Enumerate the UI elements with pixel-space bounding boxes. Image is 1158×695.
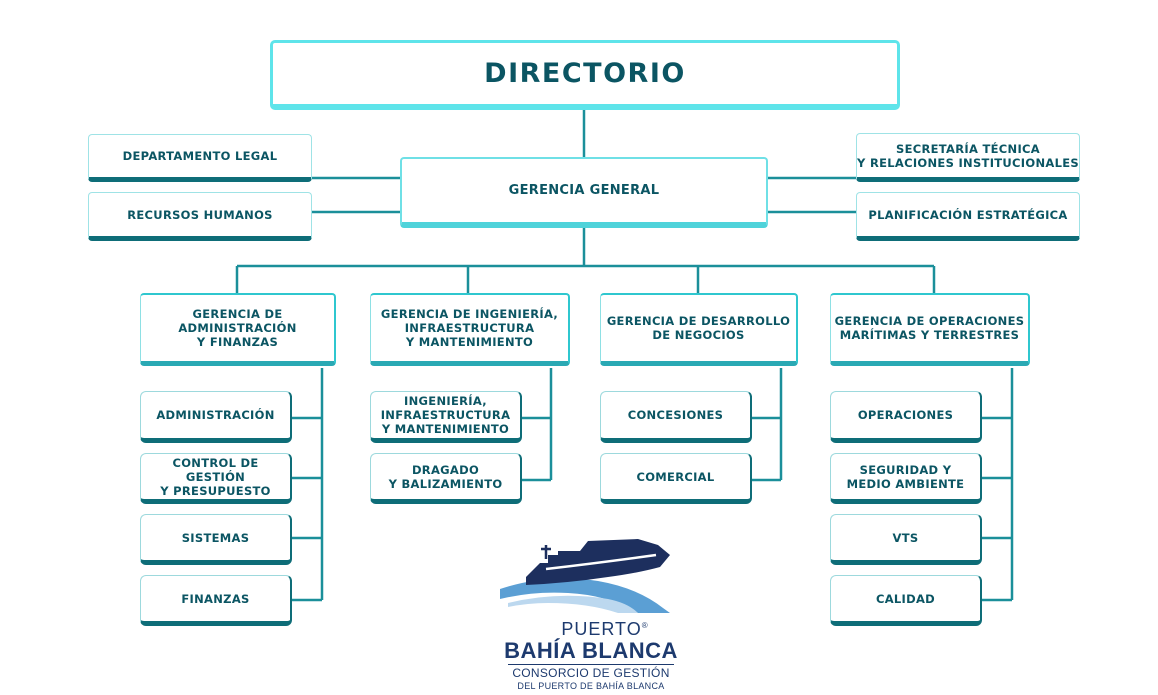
logo-brand-big: BAHÍA BLANCA [504,638,678,663]
unit-box: CONTROL DE GESTIÓN Y PRESUPUESTO [140,453,292,504]
unit-box: SEGURIDAD Y MEDIO AMBIENTE [830,453,982,504]
general-management-label: GERENCIA GENERAL [508,182,660,198]
logo-line-2: DEL PUERTO DE BAHÍA BLANCA [517,681,665,691]
unit-label: ADMINISTRACIÓN [156,408,275,422]
unit-label: DRAGADO Y BALIZAMIENTO [388,462,503,491]
legal-department-label: DEPARTAMENTO LEGAL [122,149,278,163]
management-label: GERENCIA DE INGENIERÍA, INFRAESTRUCTURA … [380,307,559,349]
unit-label: CALIDAD [875,591,936,606]
management-business-box: GERENCIA DE DESARROLLO DE NEGOCIOS [600,293,798,366]
human-resources-label: RECURSOS HUMANOS [127,207,273,222]
unit-label: SEGURIDAD Y MEDIO AMBIENTE [846,462,965,491]
logo-puerto-text: PUERTO [561,619,642,639]
logo-divider [508,664,674,665]
unit-box: SISTEMAS [140,514,292,565]
human-resources-box: RECURSOS HUMANOS [88,192,312,241]
management-label: GERENCIA DE DESARROLLO DE NEGOCIOS [606,314,791,342]
logo-brand-small: PUERTO® [502,619,708,640]
unit-label: OPERACIONES [857,408,954,422]
unit-box: VTS [830,514,982,565]
unit-label: COMERCIAL [636,469,715,484]
technical-secretariat-label: SECRETARÍA TÉCNICA Y RELACIONES INSTITUC… [857,141,1079,170]
management-admin-finance-box: GERENCIA DE ADMINISTRACIÓN Y FINANZAS [140,293,336,366]
technical-secretariat-box: SECRETARÍA TÉCNICA Y RELACIONES INSTITUC… [856,133,1080,182]
unit-box: FINANZAS [140,575,292,626]
management-engineering-box: GERENCIA DE INGENIERÍA, INFRAESTRUCTURA … [370,293,570,366]
management-label: GERENCIA DE ADMINISTRACIÓN Y FINANZAS [178,307,297,349]
board-label: DIRECTORIO [484,57,686,89]
unit-label: CONTROL DE GESTIÓN Y PRESUPUESTO [160,455,271,498]
unit-label: VTS [892,530,919,545]
ship-emblem-icon [500,539,670,613]
unit-box: COMERCIAL [600,453,752,504]
unit-box: OPERACIONES [830,391,982,443]
strategic-planning-box: PLANIFICACIÓN ESTRATÉGICA [856,192,1080,241]
port-logo: PUERTO® BAHÍA BLANCA CONSORCIO DE GESTIÓ… [488,533,694,695]
logo-line-1: CONSORCIO DE GESTIÓN [512,666,670,680]
unit-box: CONCESIONES [600,391,752,443]
unit-box: DRAGADO Y BALIZAMIENTO [370,453,522,504]
strategic-planning-label: PLANIFICACIÓN ESTRATÉGICA [868,207,1068,222]
unit-box: INGENIERÍA, INFRAESTRUCTURA Y MANTENIMIE… [370,391,522,443]
unit-label: FINANZAS [181,591,250,606]
unit-label: SISTEMAS [181,530,250,545]
unit-label: INGENIERÍA, INFRAESTRUCTURA Y MANTENIMIE… [380,394,511,436]
legal-department-box: DEPARTAMENTO LEGAL [88,134,312,182]
general-management-box: GERENCIA GENERAL [400,157,768,228]
management-operations-box: GERENCIA DE OPERACIONES MARÍTIMAS Y TERR… [830,293,1030,366]
board-box: DIRECTORIO [270,40,900,110]
management-label: GERENCIA DE OPERACIONES MARÍTIMAS Y TERR… [834,314,1025,342]
unit-box: CALIDAD [830,575,982,626]
logo-registered-mark: ® [641,621,649,630]
unit-box: ADMINISTRACIÓN [140,391,292,443]
unit-label: CONCESIONES [627,408,724,422]
